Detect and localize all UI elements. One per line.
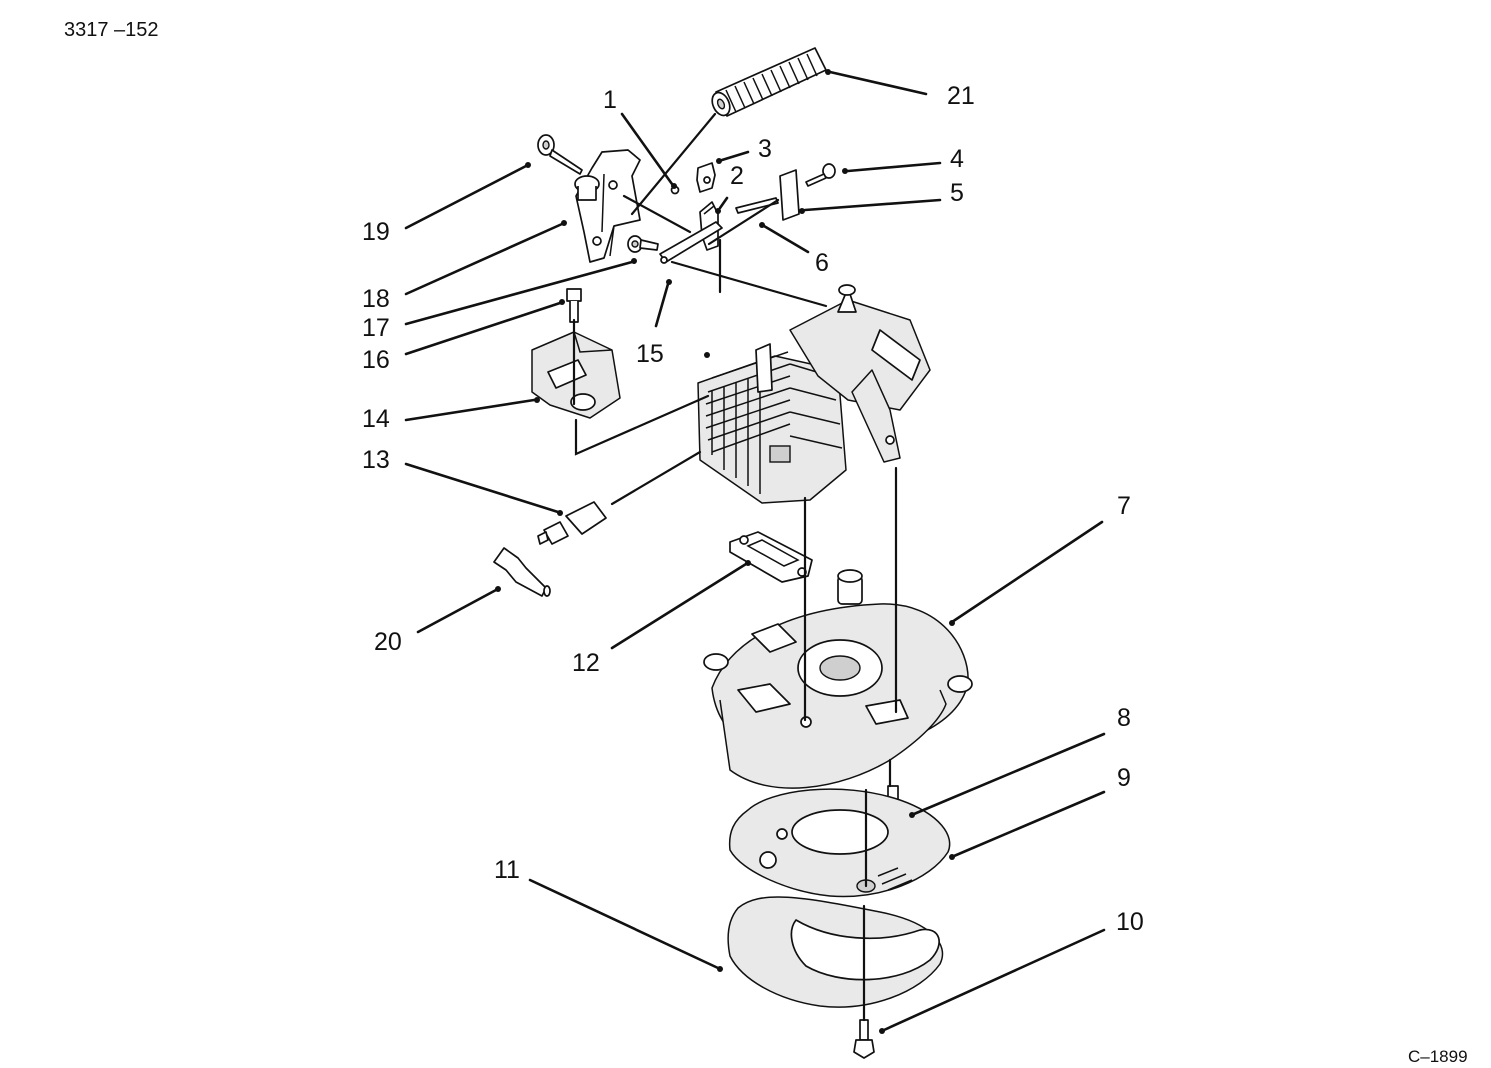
callout-5: 5 <box>950 179 964 207</box>
callout-18: 18 <box>362 285 390 313</box>
callout-12: 12 <box>572 649 600 677</box>
part-6-rod <box>735 197 779 214</box>
part-13-spark-plug <box>537 501 607 545</box>
part-21-spring-sleeve <box>711 47 827 117</box>
callout-10: 10 <box>1116 908 1144 936</box>
figure-id: 3317 –152 <box>64 19 159 41</box>
part-4-screw <box>805 163 836 187</box>
part-16-bolt <box>566 288 582 323</box>
callout-13: 13 <box>362 446 390 474</box>
assembly-lines <box>572 112 898 1022</box>
part-7-housing <box>703 569 973 789</box>
part-5-plate <box>779 169 800 221</box>
part-19-screw <box>537 134 583 175</box>
drawing-number: C–1899 <box>1408 1047 1468 1066</box>
callout-7: 7 <box>1117 492 1131 520</box>
engine-block <box>697 284 931 504</box>
part-12-gasket <box>729 531 813 583</box>
callout-3: 3 <box>758 135 772 163</box>
callout-2: 2 <box>730 162 744 190</box>
part-9-plate <box>728 788 951 898</box>
part-11-shroud <box>727 896 944 1008</box>
callout-15: 15 <box>636 340 664 368</box>
callout-1: 1 <box>603 86 617 114</box>
callout-17: 17 <box>362 314 390 342</box>
callout-21: 21 <box>947 82 975 110</box>
part-17-screw <box>627 235 659 253</box>
callout-14: 14 <box>362 405 390 433</box>
part-20-plug-boot <box>493 547 551 597</box>
callout-16: 16 <box>362 346 390 374</box>
part-18-throttle-bracket <box>574 149 641 263</box>
callout-9: 9 <box>1117 764 1131 792</box>
callout-6: 6 <box>815 249 829 277</box>
callout-labels: 1 2 3 4 5 6 7 8 9 10 11 12 13 14 15 16 1… <box>362 82 1144 936</box>
part-10-screw <box>853 1019 875 1059</box>
callout-11: 11 <box>494 856 520 884</box>
callout-4: 4 <box>950 145 964 173</box>
part-14-muffler <box>531 331 621 419</box>
part-15-link <box>659 221 723 264</box>
callout-20: 20 <box>374 628 402 656</box>
leader-lines <box>404 69 1106 1034</box>
callout-8: 8 <box>1117 704 1131 732</box>
callout-19: 19 <box>362 218 390 246</box>
part-3-clip <box>696 162 716 193</box>
